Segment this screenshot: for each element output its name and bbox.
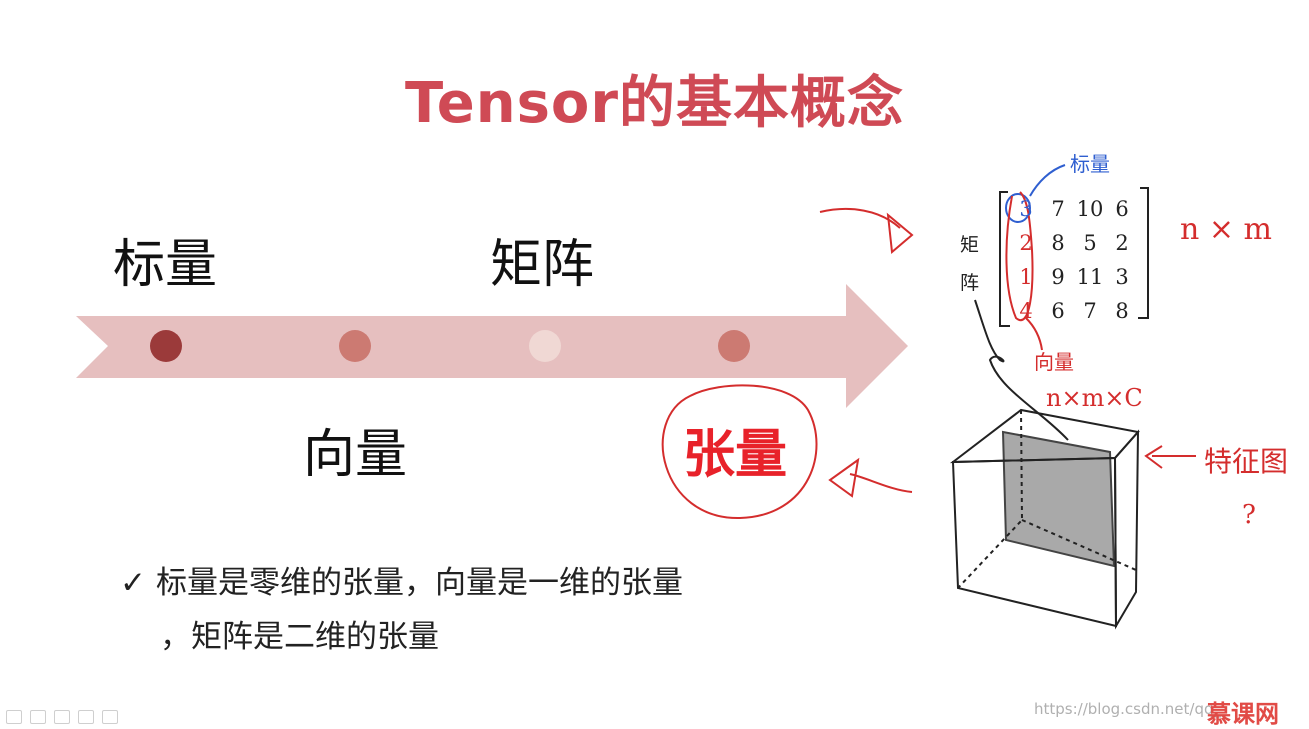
toolbar-camera-icon[interactable] — [102, 710, 118, 724]
cube-slice — [1001, 430, 1116, 568]
matrix-cell: 3 — [1019, 197, 1033, 221]
toolbar-pointer-icon[interactable] — [78, 710, 94, 724]
matrix-to-cube-mark — [974, 299, 1069, 441]
toolbar-slide-icon[interactable] — [6, 710, 22, 724]
scalar-circle-mark — [1005, 193, 1031, 223]
bullet-line-1: 标量是零维的张量，向量是一维的张量 — [156, 565, 683, 601]
arrow-to-matrix-head — [886, 212, 914, 254]
matrix-cell: 1 — [1019, 265, 1033, 289]
brand-logo: 慕课网 — [1207, 700, 1279, 728]
matrix-cell: 6 — [1115, 197, 1129, 221]
matrix-cell: 7 — [1051, 197, 1065, 221]
timeline-label-tensor: 张量 — [683, 425, 788, 485]
watermark: https://blog.csdn.net/qq_ — [1034, 700, 1221, 718]
timeline-dot-tensor — [718, 330, 750, 362]
arrow-to-tensor-head — [828, 457, 860, 498]
timeline-dot-vector — [339, 330, 371, 362]
annotation-scalar: 标量 — [1070, 152, 1110, 176]
arrow-to-tensor-mark — [849, 473, 913, 493]
timeline-label-matrix: 矩阵 — [490, 235, 595, 295]
feature-map-arrow — [1144, 445, 1196, 469]
matrix-cell: 3 — [1115, 265, 1129, 289]
tensor-circle-mark — [661, 384, 818, 520]
toolbar-pen-icon[interactable] — [30, 710, 46, 724]
bullet-line-2: ，矩阵是二维的张量 — [160, 619, 439, 655]
matrix-right-bracket — [1138, 187, 1149, 319]
cube-diagram — [949, 408, 1140, 630]
matrix-cell: 8 — [1115, 299, 1129, 323]
annotation-question: ? — [1242, 500, 1256, 530]
annotation-dims-nmc: n×m×C — [1046, 384, 1143, 412]
arrow-to-matrix-mark — [819, 207, 901, 229]
timeline-label-scalar: 标量 — [113, 235, 218, 295]
timeline-arrow-shape — [76, 284, 908, 408]
timeline-label-vector: 向量 — [303, 425, 408, 485]
annotation-vector: 向量 — [1034, 350, 1074, 374]
toolbar-eraser-icon[interactable] — [54, 710, 70, 724]
matrix-cell: 6 — [1051, 299, 1065, 323]
annotation-feature-map: 特征图 — [1204, 445, 1289, 478]
timeline-dot-matrix — [529, 330, 561, 362]
vector-pointer-mark — [1025, 317, 1043, 351]
vector-column-mark — [1005, 191, 1034, 322]
bullet-text: ✓ 标量是零维的张量，向量是一维的张量 ，矩阵是二维的张量 — [120, 556, 683, 664]
matrix-cell: 5 — [1083, 231, 1097, 255]
matrix-cell: 2 — [1019, 231, 1033, 255]
check-icon: ✓ — [120, 565, 146, 601]
matrix-cell: 7 — [1083, 299, 1097, 323]
annotation-dims-nm: n × m — [1180, 212, 1272, 247]
timeline-dot-scalar — [150, 330, 182, 362]
matrix-left-bracket — [999, 191, 1010, 327]
slide-title: Tensor的基本概念 — [404, 71, 905, 136]
matrix-cell: 4 — [1019, 299, 1033, 323]
matrix-cell: 11 — [1076, 265, 1104, 289]
slide-toolbar — [6, 710, 118, 724]
matrix-cell: 8 — [1051, 231, 1065, 255]
matrix-cell: 9 — [1051, 265, 1065, 289]
matrix-cell: 2 — [1115, 231, 1129, 255]
cube-right — [1113, 429, 1140, 630]
scalar-pointer-mark — [1029, 164, 1066, 197]
annotation-matrix-side: 矩阵 — [960, 234, 980, 294]
cube-hidden-edge — [957, 409, 1137, 589]
matrix-cell: 10 — [1076, 197, 1104, 221]
